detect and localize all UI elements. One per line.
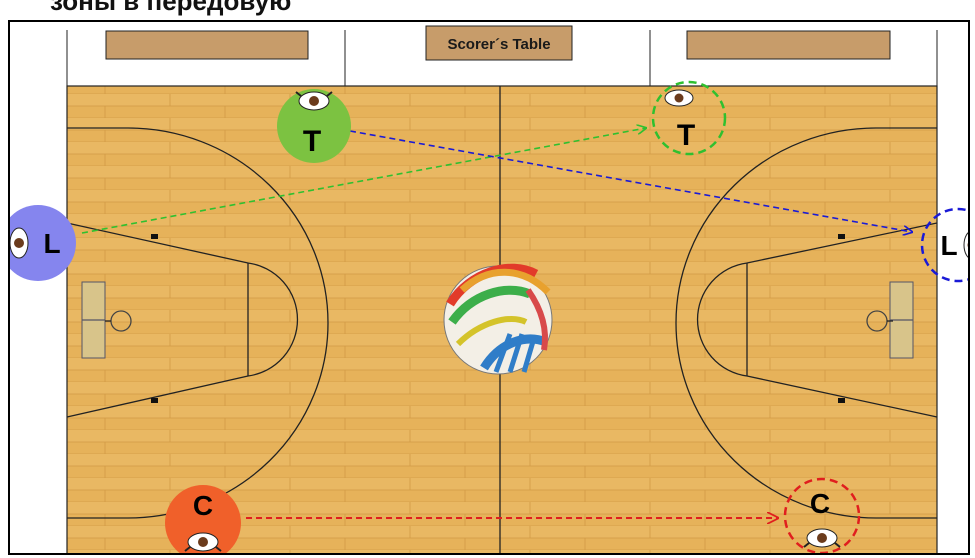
player-label: L	[43, 228, 60, 259]
scorers-table-label: Scorer´s Table	[447, 36, 550, 53]
player-icon	[10, 228, 28, 258]
page-title: зоны в передовую	[50, 0, 291, 17]
player-label: L	[940, 230, 957, 261]
scorers-table: Scorer´s Table	[426, 26, 572, 60]
court-diagram: Scorer´s Table	[10, 22, 970, 555]
player-l-start: L	[10, 205, 76, 281]
player-label: T	[303, 125, 321, 158]
diagram-frame: Scorer´s Table	[8, 20, 970, 555]
player-icon	[665, 90, 693, 106]
player-t-start: T	[277, 89, 351, 163]
player-label: T	[677, 119, 695, 152]
player-label: C	[810, 488, 830, 519]
player-label: C	[193, 490, 213, 521]
player-icon	[964, 231, 970, 259]
basketball-icon	[444, 266, 552, 374]
